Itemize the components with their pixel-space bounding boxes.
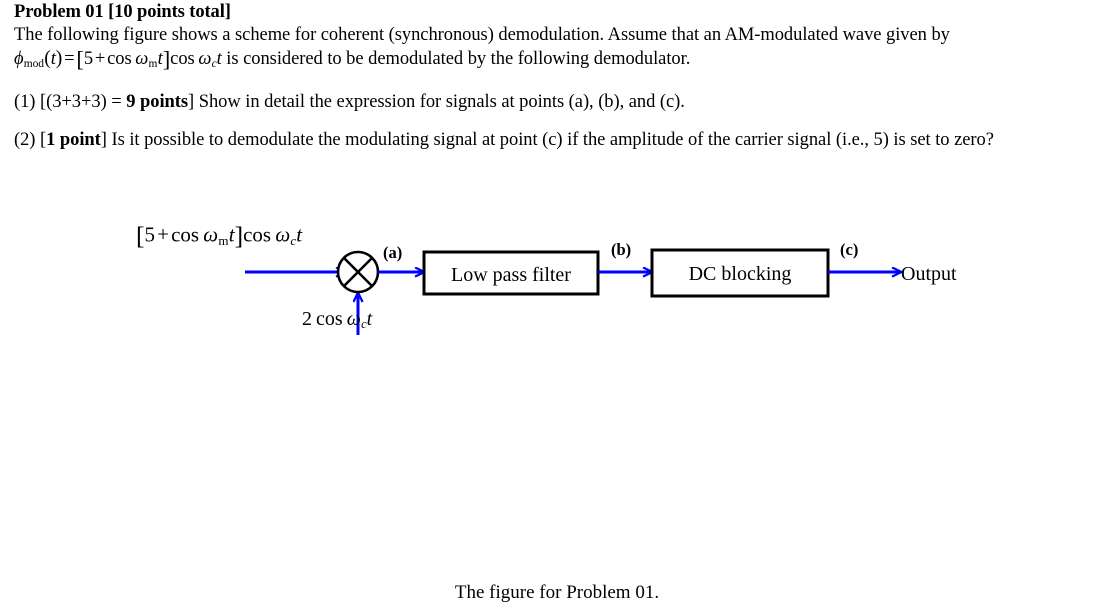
point-a-label: (a): [383, 243, 403, 262]
local-oscillator-label: 2 cos ωct: [302, 308, 373, 332]
q1-bracket-close: ]: [188, 92, 195, 113]
modulated-wave-formula: ϕmod(t)=[5+cos ωmt]cos ωct: [14, 46, 222, 72]
q1-bracket-open: [(3+3+3) =: [40, 92, 127, 113]
problem-intro-paragraph: The following figure shows a scheme for …: [14, 23, 1100, 76]
lowpass-filter-label: Low pass filter: [451, 264, 571, 286]
q1-text: Show in detail the expression for signal…: [194, 92, 685, 113]
block-diagram-canvas: [245, 248, 1114, 335]
q2-points: 1 point: [46, 130, 101, 151]
mixer-cross-stroke-2: [343, 257, 373, 287]
problem-heading: Problem 01 [10 points total]: [14, 2, 231, 22]
figure-caption: The figure for Problem 01.: [454, 582, 660, 603]
input-signal-label: [5+cos ωmt]cos ωct: [136, 221, 303, 250]
demodulator-block-diagram: [5+cos ωmt]cos ωct 2 cos ωct (a) (b) (c)…: [0, 205, 1114, 603]
dc-blocking-box: [650, 248, 830, 298]
q1-points: 9 points: [126, 92, 189, 113]
q2-number: (2): [14, 130, 36, 151]
point-b-label: (b): [611, 240, 632, 259]
q2-text: Is it possible to demodulate the modulat…: [106, 130, 994, 151]
intro-text-part2: is considered to be demodulated by the f…: [221, 49, 691, 69]
problem-text-block: Problem 01 [10 points total] The followi…: [14, 2, 1100, 152]
question-1: (1) [(3+3+3) = 9 points] Show in detail …: [14, 90, 1100, 114]
point-c-label: (c): [840, 240, 859, 259]
question-2: (2) [1 point] Is it possible to demodula…: [14, 128, 1100, 152]
output-label: Output: [901, 263, 957, 285]
q2-bracket-open: [: [40, 130, 47, 151]
q2-bracket-close: ]: [100, 130, 107, 151]
q1-number: (1): [14, 92, 36, 113]
dc-blocking-label: DC blocking: [688, 263, 792, 285]
intro-text-part1: The following figure shows a scheme for …: [14, 25, 950, 45]
